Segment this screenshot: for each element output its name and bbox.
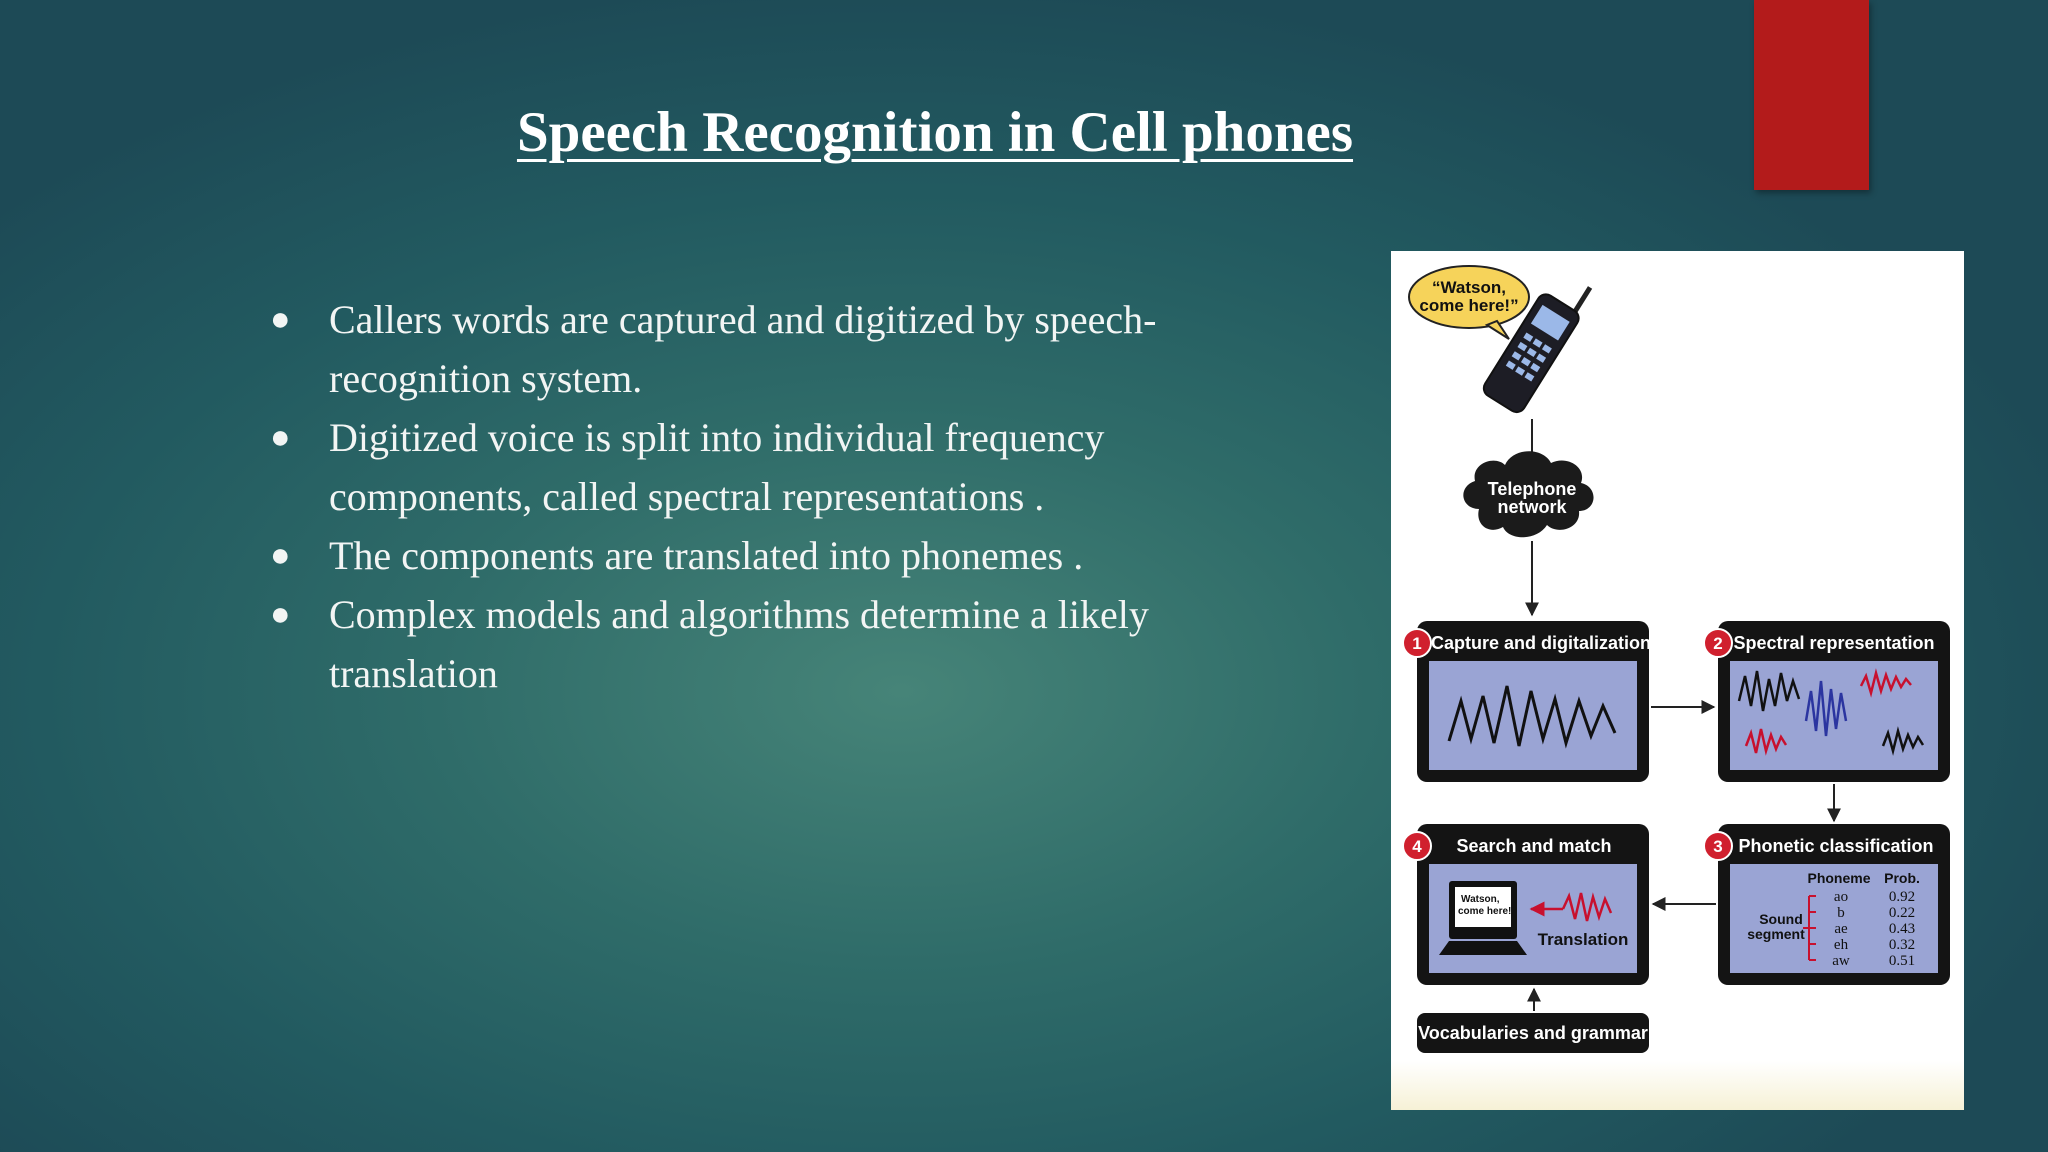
bullet-dot-icon: ● <box>270 596 291 633</box>
monitor-text-line2: come here! <box>1458 906 1511 917</box>
spectral-wave-icon <box>1859 668 1912 698</box>
step-number: 1 <box>1412 634 1421 653</box>
step-spectral-representation-panel: Spectral representation <box>1718 621 1950 782</box>
translation-label: Translation <box>1538 930 1629 949</box>
spectral-wave-icon <box>1881 726 1925 756</box>
bullet-item: ● Digitized voice is split into individua… <box>270 408 1230 526</box>
accent-bar <box>1754 0 1869 190</box>
step-number-badge: 2 <box>1703 628 1733 658</box>
step-number: 3 <box>1713 837 1722 856</box>
step-search-match-panel: Watson, come here! Translation Search an… <box>1417 824 1649 985</box>
bullet-dot-icon: ● <box>270 301 291 338</box>
phoneme-header: Phoneme <box>1807 870 1870 886</box>
prob-header: Prob. <box>1884 870 1920 886</box>
speech-bubble-line2: come here!” <box>1419 296 1518 315</box>
vocab-label: Vocabularies and grammar <box>1418 1023 1648 1043</box>
step-number: 4 <box>1412 837 1422 856</box>
figure-bottom-tint <box>1391 1061 1964 1110</box>
cell-phone-icon <box>1482 286 1593 414</box>
translation-wave-icon <box>1561 892 1613 922</box>
step-capture-digitalization-panel: Capture and digitalization <box>1417 621 1651 782</box>
bullet-list: ● Callers words are captured and digitize… <box>270 290 1230 703</box>
step-number-badge: 4 <box>1402 831 1432 861</box>
spectral-wave-icon <box>1744 728 1788 756</box>
speech-bubble-line1: “Watson, <box>1432 278 1506 297</box>
monitor-text-line1: Watson, <box>1461 894 1500 905</box>
bullet-item: ● Complex models and algorithms determine… <box>270 585 1230 703</box>
phoneme-bracket <box>1803 895 1816 961</box>
network-label-line1: Telephone <box>1488 479 1577 499</box>
prob-cell: 0.43 <box>1889 921 1915 937</box>
prob-cell: 0.32 <box>1889 937 1915 953</box>
sound-segment-line1: Sound <box>1759 911 1803 927</box>
step-number-badge: 3 <box>1703 831 1733 861</box>
step-label: Spectral representation <box>1733 633 1934 653</box>
sound-segment-line2: segment <box>1747 926 1805 942</box>
bullet-text: Digitized voice is split into individual… <box>329 415 1105 519</box>
network-label-line2: network <box>1497 497 1567 517</box>
bullet-dot-icon: ● <box>270 537 291 574</box>
step-label: Search and match <box>1456 836 1611 856</box>
prob-cell: 0.22 <box>1889 905 1915 921</box>
bullet-text: Callers words are captured and digitized… <box>329 297 1157 401</box>
bullet-item: ● Callers words are captured and digitize… <box>270 290 1230 408</box>
telephone-network-cloud-icon: Telephone network <box>1463 451 1594 538</box>
phoneme-cell: b <box>1837 905 1845 921</box>
step-number: 2 <box>1713 634 1722 653</box>
computer-monitor-icon: Watson, come here! <box>1439 881 1527 955</box>
step-number-badge: 1 <box>1402 628 1432 658</box>
bullet-text: Complex models and algorithms determine … <box>329 592 1149 696</box>
bullet-text: The components are translated into phone… <box>329 533 1084 578</box>
spectral-wave-icon <box>1804 680 1848 737</box>
prob-cell: 0.51 <box>1889 953 1915 969</box>
vocabularies-grammar-box: Vocabularies and grammar <box>1417 1013 1649 1053</box>
phoneme-cell: ae <box>1834 921 1848 937</box>
spectral-wave-icon <box>1737 670 1801 712</box>
phoneme-cell: aw <box>1832 953 1850 969</box>
speech-bubble: “Watson, come here!” <box>1408 265 1530 340</box>
step-label: Capture and digitalization <box>1431 633 1651 653</box>
step-label: Phonetic classification <box>1738 836 1933 856</box>
raw-waveform-icon <box>1447 685 1617 749</box>
speech-recognition-diagram: “Watson, come here!” Telephone network C… <box>1391 251 1964 1110</box>
step-phonetic-classification-panel: Phoneme Prob. Sound segment ao 0.92 b 0.… <box>1718 824 1950 985</box>
phoneme-cell: ao <box>1834 889 1848 905</box>
prob-cell: 0.92 <box>1889 889 1915 905</box>
phoneme-cell: eh <box>1834 937 1849 953</box>
bullet-dot-icon: ● <box>270 419 291 456</box>
bullet-item: ● The components are translated into phon… <box>270 526 1230 585</box>
slide-title: Speech Recognition in Cell phones <box>516 101 1354 164</box>
